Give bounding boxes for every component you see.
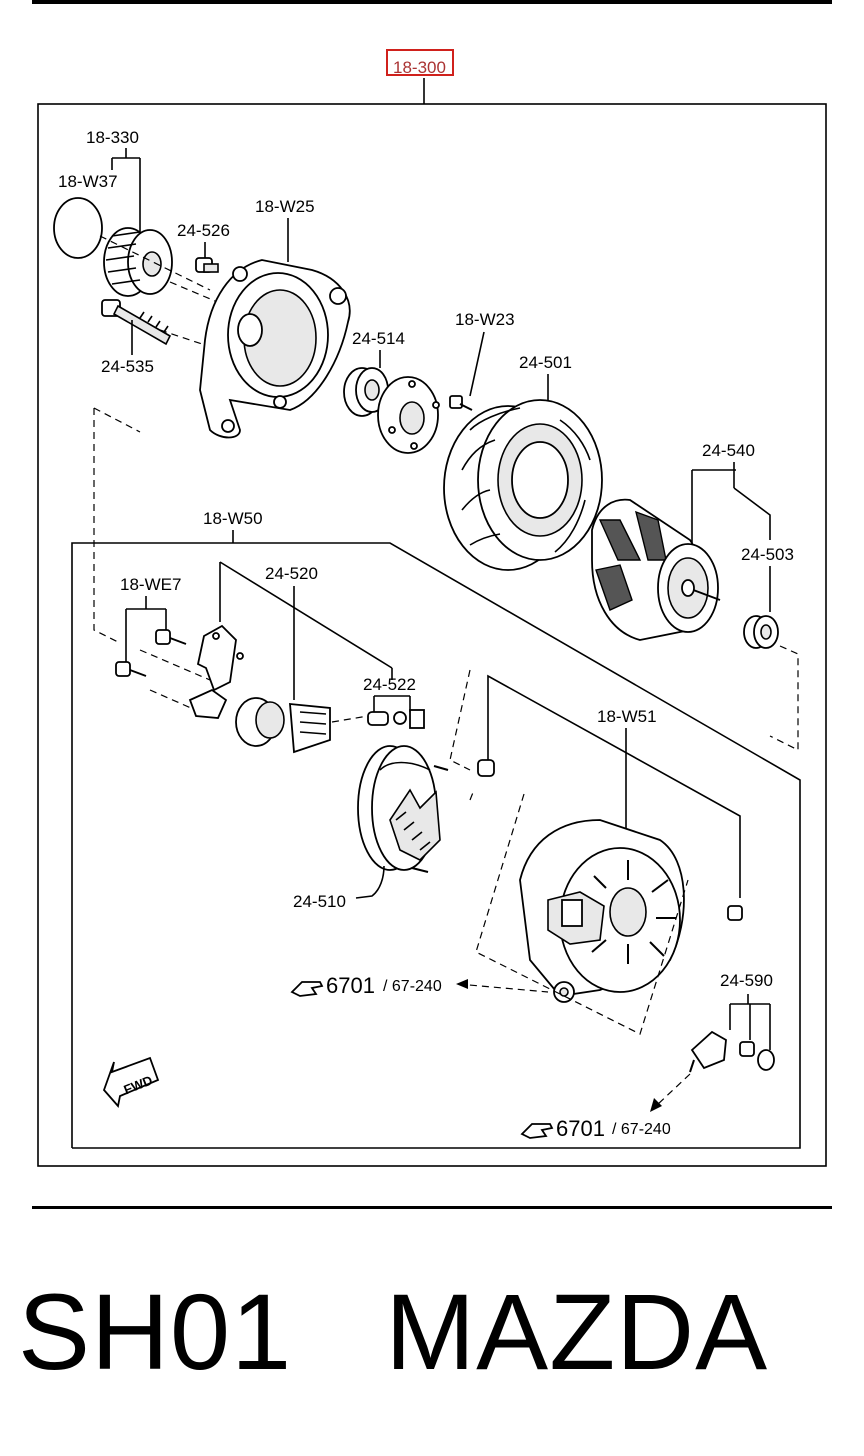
regulator-bracket xyxy=(188,624,244,719)
label-rear-housing: 18-W51 xyxy=(597,707,657,726)
terminal-washer xyxy=(757,1049,775,1071)
bottom-rule xyxy=(32,1206,832,1209)
pulley-group[interactable]: 18-330 18-W37 xyxy=(53,128,173,297)
rotor-group[interactable]: 24-540 xyxy=(591,441,771,641)
brush-1 xyxy=(367,711,389,726)
regulator-dashes xyxy=(139,649,211,713)
pulley-hub xyxy=(142,251,162,277)
rear-housing-dashes xyxy=(469,789,689,1035)
label-front-bearing: 24-514 xyxy=(352,329,405,348)
reference-hand-icon xyxy=(290,981,324,997)
label-rear-bearing: 24-503 xyxy=(741,545,794,564)
reference-2[interactable]: 6701 / 67-240 xyxy=(520,1073,691,1141)
rear-bearing-group[interactable]: 24-503 xyxy=(741,545,794,649)
label-assembly: 18-300 xyxy=(393,58,446,77)
regulator-screw-2 xyxy=(115,661,131,677)
retainer-screw-group[interactable]: 18-W23 xyxy=(449,310,515,411)
rear-housing-group[interactable]: 18-W51 xyxy=(477,674,743,1003)
label-rear-group: 18-W50 xyxy=(203,509,263,528)
label-through-bolt: 24-535 xyxy=(101,357,154,376)
fwd-arrow-icon xyxy=(102,1056,160,1108)
label-regulator-screws: 18-WE7 xyxy=(120,575,181,594)
label-stator: 24-501 xyxy=(519,353,572,372)
reference-1-main: 6701 xyxy=(326,973,375,998)
reference-hand-icon-2 xyxy=(520,1123,554,1139)
pulley-cap-shape xyxy=(53,197,103,259)
regulator-screw-1 xyxy=(155,629,171,645)
highlight-box xyxy=(386,49,454,76)
label-pulley-cap: 18-W37 xyxy=(58,172,118,191)
terminal-nut xyxy=(739,1041,755,1057)
top-rule xyxy=(32,0,832,4)
label-pulley: 18-330 xyxy=(86,128,139,147)
reference-1[interactable]: 6701 / 67-240 xyxy=(290,973,549,998)
through-bolt-group[interactable]: 24-535 xyxy=(101,299,172,376)
label-terminal-group: 24-590 xyxy=(720,971,773,990)
bearing-retainer xyxy=(377,376,440,454)
terminal-insulator xyxy=(690,1030,727,1070)
through-bolt-shaft xyxy=(112,304,172,346)
rear-housing-bolt xyxy=(477,759,495,777)
brushes-dashes xyxy=(331,715,369,723)
label-rotor-group: 24-540 xyxy=(702,441,755,460)
front-housing-group[interactable]: 18-W25 xyxy=(199,197,351,439)
label-rectifier: 24-510 xyxy=(293,892,346,911)
pulley-nut-group[interactable]: 24-526 xyxy=(177,221,230,273)
fwd-arrow: FWD xyxy=(102,1056,160,1108)
retainer-screw-shape xyxy=(449,395,463,409)
stator-group[interactable]: 24-501 xyxy=(443,353,603,571)
label-brush-holder: 24-520 xyxy=(265,564,318,583)
footer-brand: MAZDA xyxy=(385,1271,769,1392)
rear-group-outline xyxy=(71,542,801,1149)
rear-group-frame[interactable]: 18-W50 xyxy=(71,509,801,1149)
label-pulley-nut: 24-526 xyxy=(177,221,230,240)
terminal-group[interactable]: 24-590 xyxy=(689,971,775,1073)
label-front-housing: 18-W25 xyxy=(255,197,315,216)
label-retainer-screw: 18-W23 xyxy=(455,310,515,329)
rectifier-group[interactable]: 24-510 xyxy=(293,745,449,911)
footer-caption: SH01 MAZDA xyxy=(18,1278,768,1386)
regulator-screws-group[interactable]: 18-WE7 xyxy=(115,575,187,677)
callout-assembly[interactable]: 18-300 xyxy=(386,49,454,104)
guide-dashes xyxy=(93,407,799,771)
reference-1-sub: / 67-240 xyxy=(383,978,442,995)
reference-2-sub: / 67-240 xyxy=(612,1121,671,1138)
footer-code: SH01 xyxy=(18,1271,293,1392)
reference-2-main: 6701 xyxy=(556,1116,605,1141)
brushes-group[interactable]: 24-522 xyxy=(363,675,425,729)
label-brushes: 24-522 xyxy=(363,675,416,694)
outer-frame xyxy=(37,103,827,1167)
brush-holder-group[interactable]: 24-520 xyxy=(219,561,393,754)
